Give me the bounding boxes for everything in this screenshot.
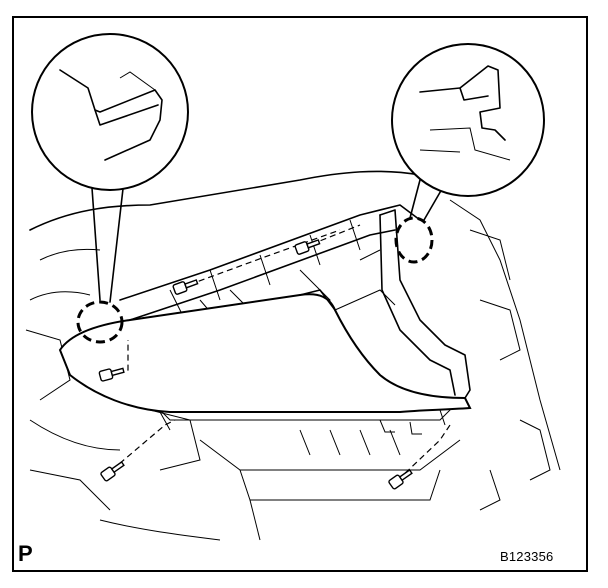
screw-icon (294, 239, 321, 255)
glove-box-panel (58, 209, 472, 435)
screw-icon (98, 367, 125, 382)
left-detail-circle (31, 33, 189, 191)
screw-icon (100, 461, 125, 482)
screw-icon (172, 279, 199, 295)
corner-letter: P (18, 541, 33, 566)
right-clip-marker (394, 216, 434, 264)
figure-id: B123356 (500, 549, 554, 564)
dashboard-structure (25, 170, 561, 541)
left-clip-marker (76, 300, 124, 344)
screw-icon (388, 469, 413, 490)
detail-leaders (91, 179, 447, 303)
right-detail-circle (391, 43, 545, 197)
screws (98, 239, 413, 490)
clip-locations (76, 216, 434, 344)
